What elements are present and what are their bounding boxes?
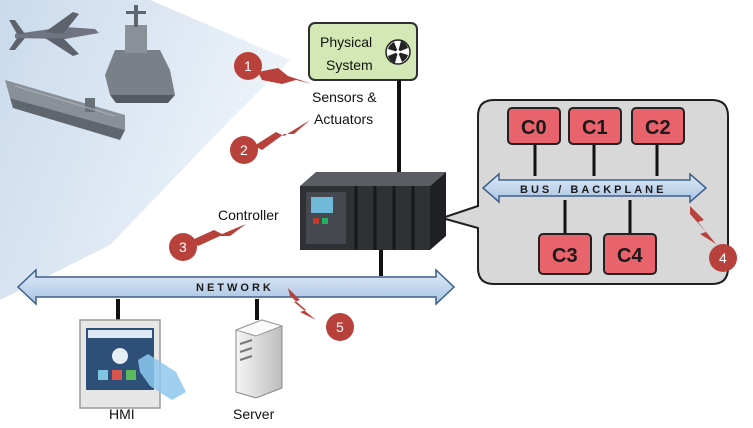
bus-backplane: BUS / BACKPLANE xyxy=(481,144,708,234)
callout-2-number: 2 xyxy=(240,142,248,158)
fighter-jet-icon xyxy=(9,12,99,56)
network-label: NETWORK xyxy=(196,282,274,294)
core-c3-label: C3 xyxy=(552,245,578,267)
server-label: Server xyxy=(233,406,275,422)
network-arrow xyxy=(16,268,456,306)
physical-system-label-2: System xyxy=(326,57,373,73)
touch-hand-icon xyxy=(138,354,186,400)
callout-5: 5 xyxy=(288,288,354,341)
callout-4-number: 4 xyxy=(719,250,727,266)
callout-2: 2 xyxy=(230,120,310,164)
hmi-device xyxy=(79,319,186,409)
callout-5-number: 5 xyxy=(336,319,344,335)
sensors-label-1: Sensors & xyxy=(312,89,377,105)
core-c0-label: C0 xyxy=(521,117,547,139)
network: NETWORK xyxy=(16,268,456,306)
server-tower xyxy=(234,319,284,399)
core-c3: C3 xyxy=(538,233,592,275)
hmi-label: HMI xyxy=(109,406,135,422)
core-c1: C1 xyxy=(568,107,622,145)
core-c0: C0 xyxy=(507,107,561,145)
controller-plc xyxy=(300,172,446,250)
core-c2: C2 xyxy=(631,107,685,145)
destroyer-ship-icon xyxy=(105,5,175,103)
core-c1-label: C1 xyxy=(582,117,608,139)
callout-1: 1 xyxy=(234,52,312,84)
core-c4: C4 xyxy=(603,233,657,275)
background-chevron xyxy=(0,0,290,300)
vehicles-backdrop xyxy=(0,0,290,300)
physical-system-label-1: Physical xyxy=(320,34,372,50)
physical-system: Physical System xyxy=(308,22,418,81)
core-c2-label: C2 xyxy=(645,117,671,139)
callout-1-number: 1 xyxy=(244,58,252,74)
bus-arrow xyxy=(481,172,708,204)
aircraft-carrier-icon xyxy=(5,80,125,140)
callout-3-number: 3 xyxy=(179,239,187,255)
fan-icon xyxy=(385,39,411,65)
core-c4-label: C4 xyxy=(617,245,643,267)
bus-label: BUS / BACKPLANE xyxy=(520,184,666,196)
sensors-label-2: Actuators xyxy=(314,111,373,127)
controller-label: Controller xyxy=(218,207,279,223)
physical-system-box xyxy=(308,22,418,81)
callout-4: 4 xyxy=(690,206,737,272)
callout-3: 3 xyxy=(169,224,246,261)
